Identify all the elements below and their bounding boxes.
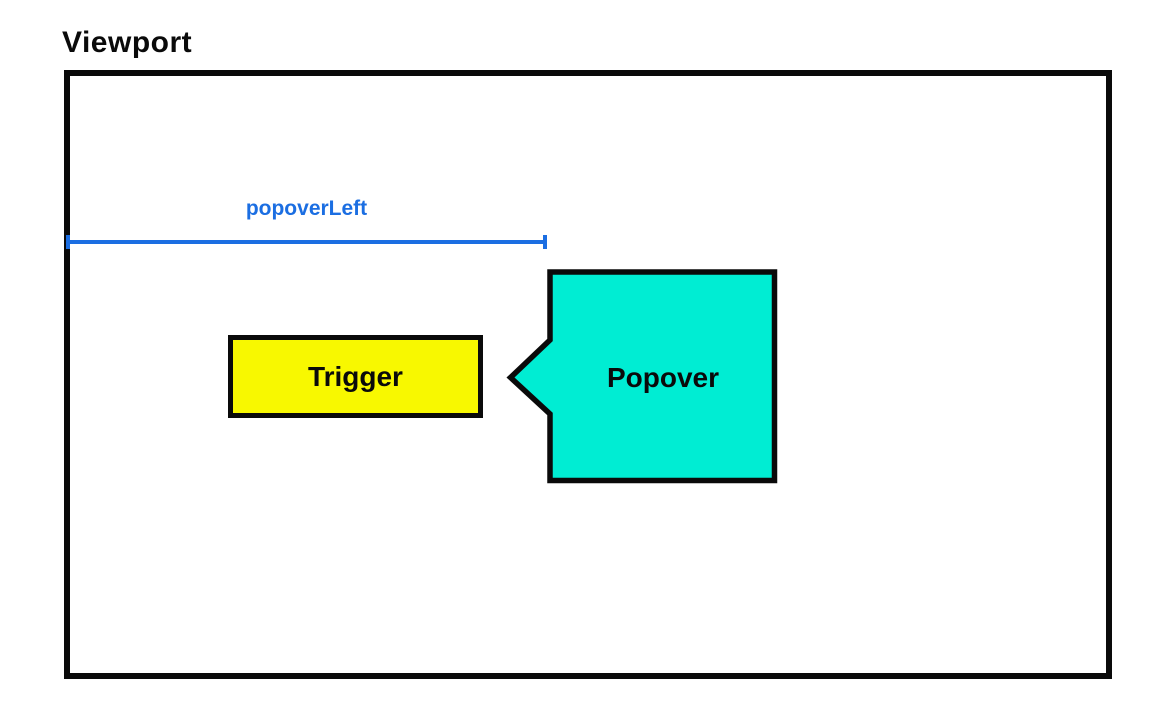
popover-shape-with-arrow bbox=[506, 269, 778, 484]
measurement-label: popoverLeft bbox=[245, 197, 368, 220]
measurement-tick-right bbox=[543, 235, 547, 249]
popover-label: Popover bbox=[606, 361, 720, 393]
viewport-label: Viewport bbox=[62, 26, 193, 59]
trigger-box: Trigger bbox=[228, 335, 483, 418]
popover-bubble bbox=[506, 269, 778, 484]
measurement-line bbox=[66, 240, 547, 244]
